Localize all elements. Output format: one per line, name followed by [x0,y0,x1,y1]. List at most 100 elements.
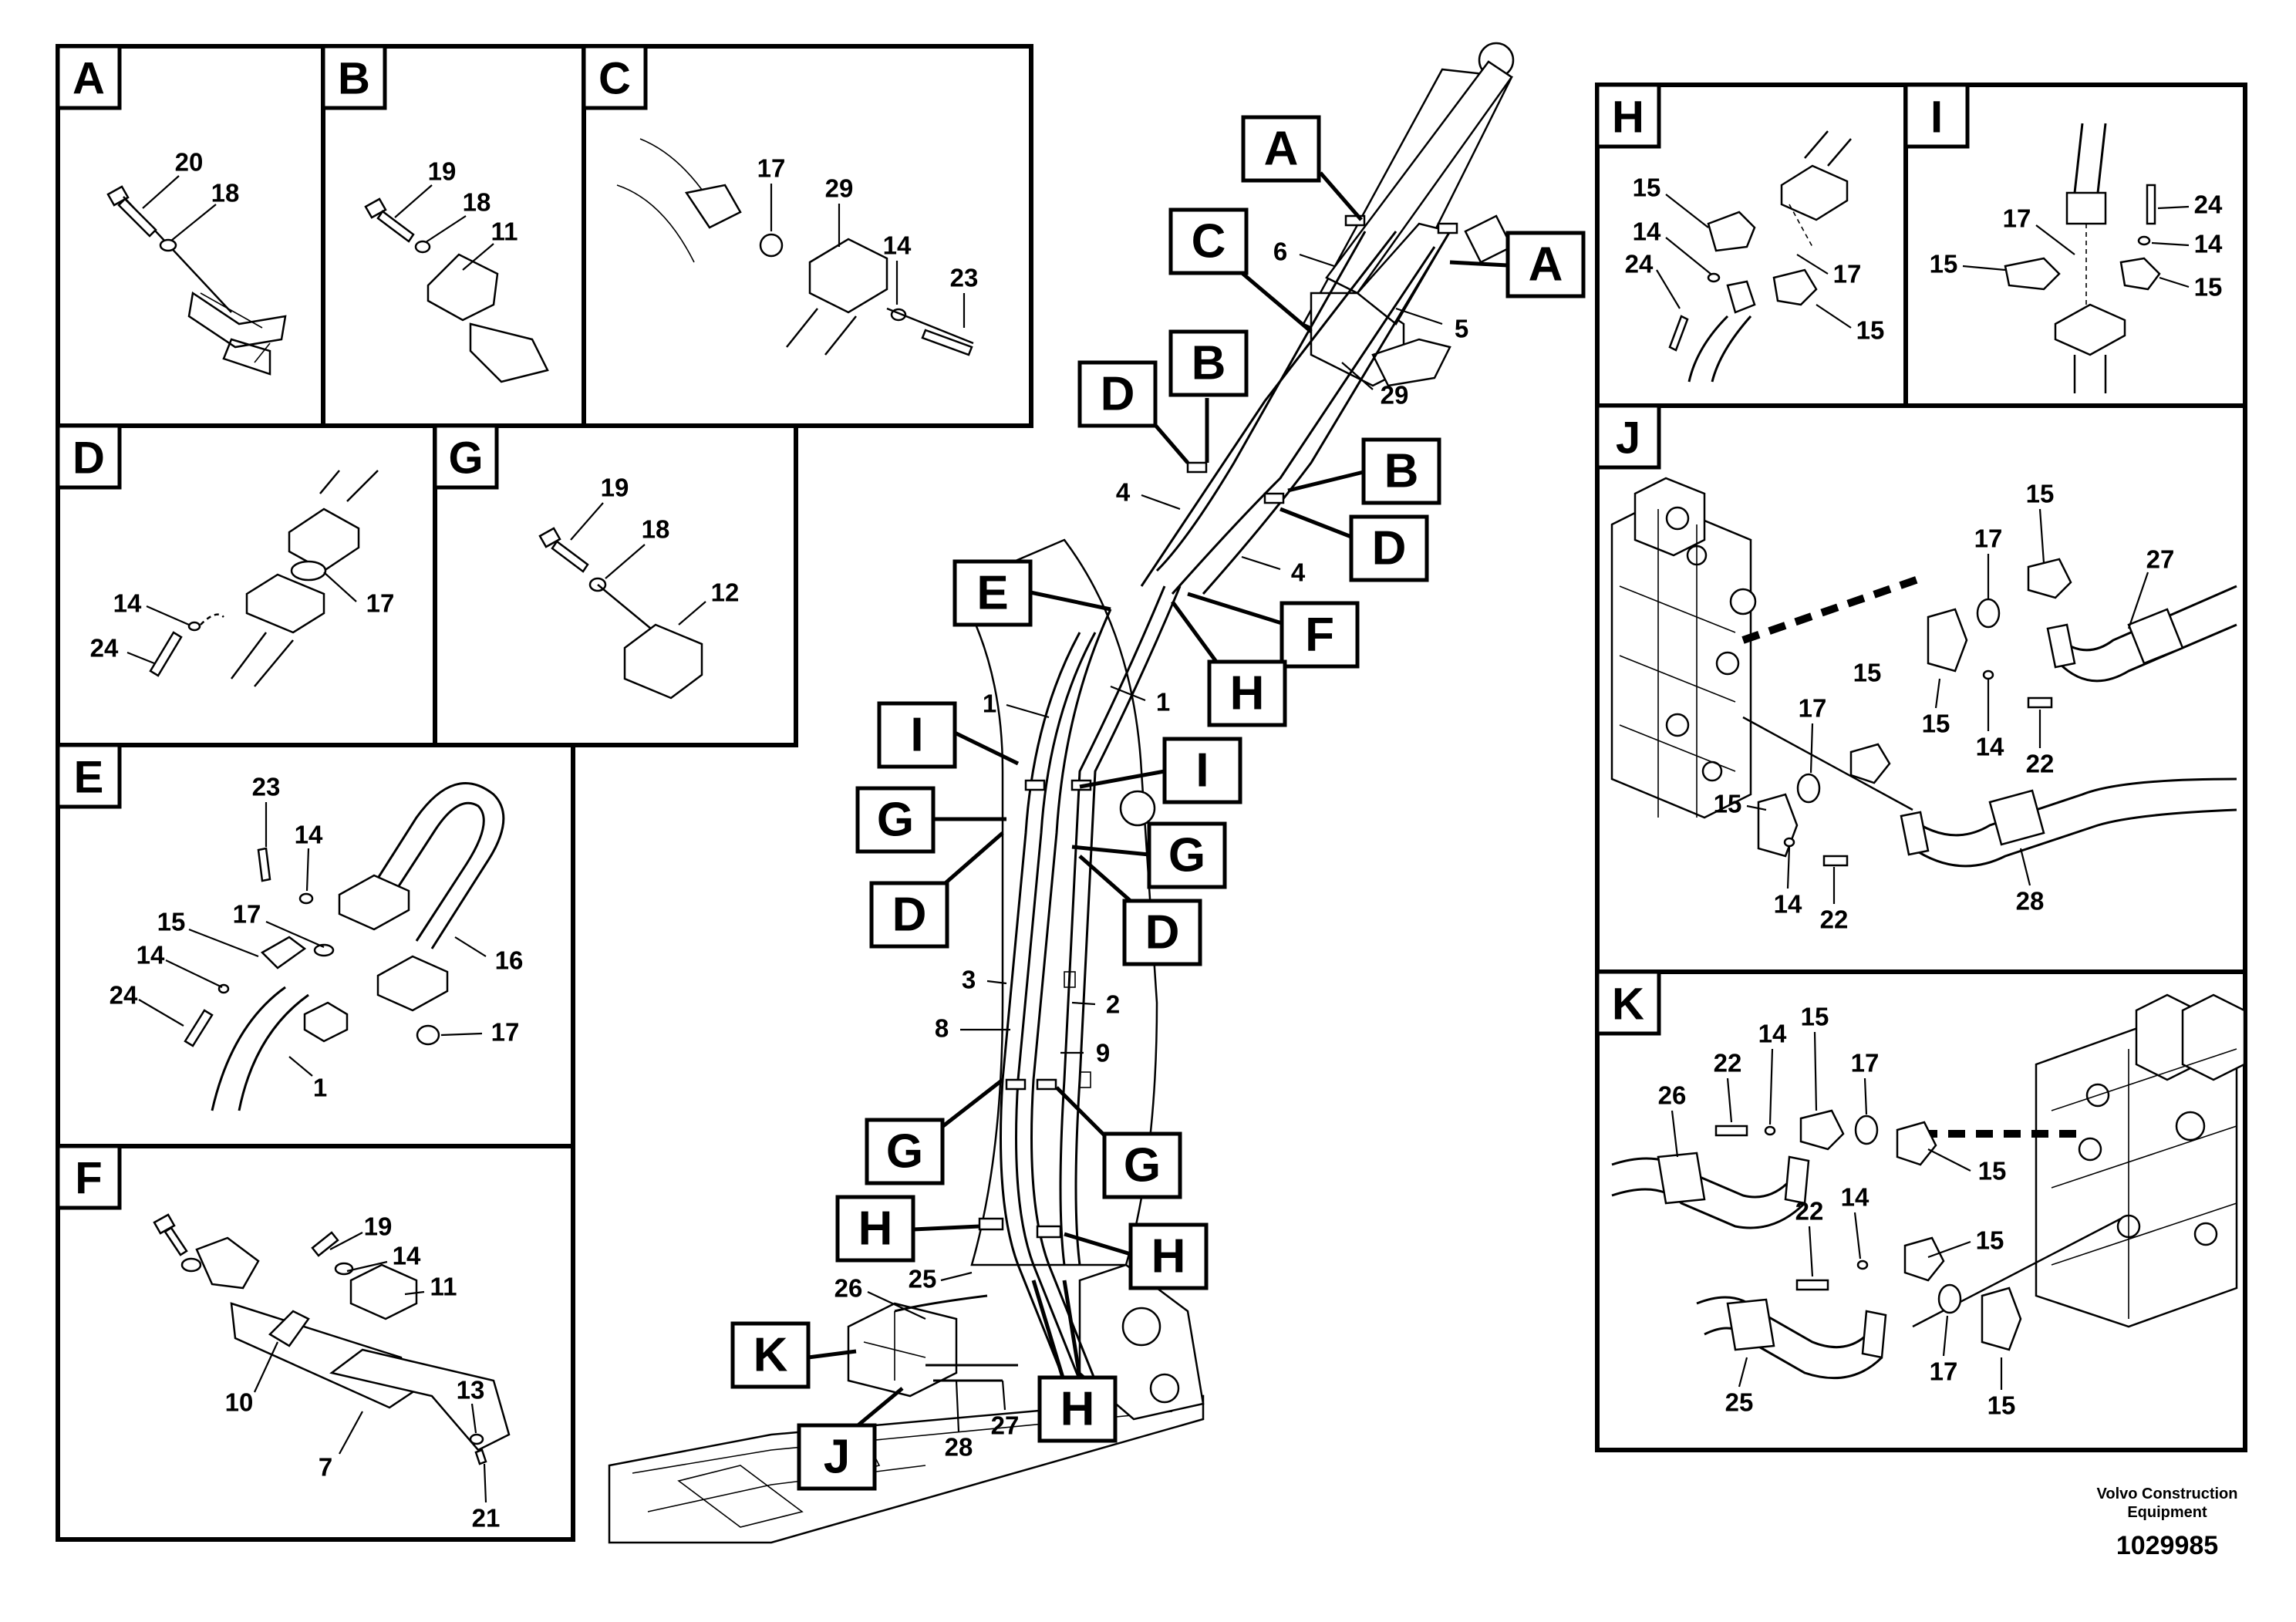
part-number: 18 [463,188,491,217]
part-number: 27 [2146,545,2175,574]
callout-i [877,701,957,769]
part-number: 5 [1455,315,1468,343]
part-number: 15 [1714,790,1742,818]
doc-number: 1029985 [2116,1531,2219,1560]
part-number: 3 [962,966,976,994]
bolt-shank [117,197,157,238]
part-number: 1 [983,690,996,718]
part-number: 21 [472,1504,501,1533]
clamp-half [1927,608,1968,673]
bolt [2027,696,2053,709]
panel-e-tag [56,743,122,809]
panel-g-label: G [448,433,483,484]
clamp-half [2119,257,2161,291]
washer [469,1433,484,1445]
part-number: 13 [457,1376,485,1404]
clamp-block [426,253,499,322]
bolt [311,1231,339,1257]
part-number: 6 [1273,238,1287,266]
part-number: 14 [1633,218,1661,246]
panel-b: B 19 18 11 [321,44,586,428]
clamp-half [1981,1286,2022,1351]
hose-28 [1908,777,2237,868]
part-number: 22 [1795,1197,1824,1226]
callout-f [1279,601,1360,669]
panel-f-label: F [75,1154,102,1204]
svg-text:D: D [1101,368,1135,421]
part-number: 19 [364,1212,393,1241]
part-number: 22 [2026,750,2055,778]
part-number: 7 [319,1453,332,1482]
callout-g [855,786,936,854]
part-number: 2 [1106,990,1120,1019]
part-number: 29 [825,174,854,203]
part-number: 15 [157,908,186,936]
callout-b [1361,437,1441,505]
part-number: 15 [1930,250,1958,278]
panel-i: I 24 17 14 15 15 [1903,83,2247,408]
svg-text:H: H [858,1202,893,1256]
svg-text:D: D [1372,522,1407,575]
part-number: 17 [1851,1049,1880,1077]
part-number: 1 [1156,688,1170,717]
panel-g: G 19 18 12 [433,423,798,747]
panel-j: J 15 17 27 15 17 15 [1595,403,2247,974]
hose-25 [1696,1296,1883,1380]
part-number: 15 [1978,1157,2007,1185]
part-number: 18 [211,179,240,207]
washer [187,621,201,632]
valve-solenoid [2181,993,2246,1081]
callout-g [865,1118,945,1185]
fitting [1726,280,1756,314]
part-number: 17 [757,154,786,183]
part-number: 22 [1714,1049,1742,1077]
svg-text:K: K [754,1329,788,1382]
panel-c-tag [582,44,648,110]
part-number: 17 [2003,204,2031,233]
callout-d [1349,514,1429,582]
part-number: 24 [90,634,119,663]
svg-text:D: D [1145,906,1180,959]
part-number: 14 [393,1242,421,1270]
o-ring [1854,1114,1879,1145]
part-number: 17 [491,1018,520,1047]
bolt-shank [376,210,415,243]
clamp-half [2027,558,2072,599]
part-number: 25 [1725,1388,1754,1417]
brand-line-2: Equipment [2127,1504,2207,1521]
svg-text:D: D [892,889,927,942]
washer [334,1262,354,1276]
panel-a-label: A [72,54,105,104]
part-number: 14 [2194,230,2223,258]
part-number: 15 [1922,710,1950,738]
part-number: 10 [225,1388,254,1417]
brand-line-1: Volvo Construction [2096,1485,2238,1502]
panel-d-tag [56,423,122,490]
flange-half-bottom [245,573,325,634]
clamp-half [303,1001,349,1043]
bolt [149,631,183,677]
callout-h [835,1195,915,1263]
hose-bundle-left [1000,632,1081,1381]
split-flange [808,238,888,314]
svg-text:F: F [1305,609,1334,662]
svg-text:A: A [1264,123,1299,176]
svg-text:B: B [1384,445,1419,498]
callout-i [1162,737,1242,804]
part-number: 12 [711,578,740,607]
part-number: 17 [1799,694,1827,723]
footer-brand: Volvo Construction Equipment [2082,1485,2252,1522]
callout-g [1102,1131,1182,1199]
part-number: 15 [1856,316,1885,345]
bolt-head [364,197,387,219]
part-number: 27 [991,1411,1020,1440]
clamp-half [2004,257,2061,291]
panel-j-tag [1595,403,1661,470]
part-number: 14 [295,821,323,849]
part-number: 23 [252,773,281,801]
callout-j [797,1423,877,1491]
callout-b [1168,329,1249,397]
callout-e [952,559,1033,627]
callout-h [1128,1222,1209,1290]
